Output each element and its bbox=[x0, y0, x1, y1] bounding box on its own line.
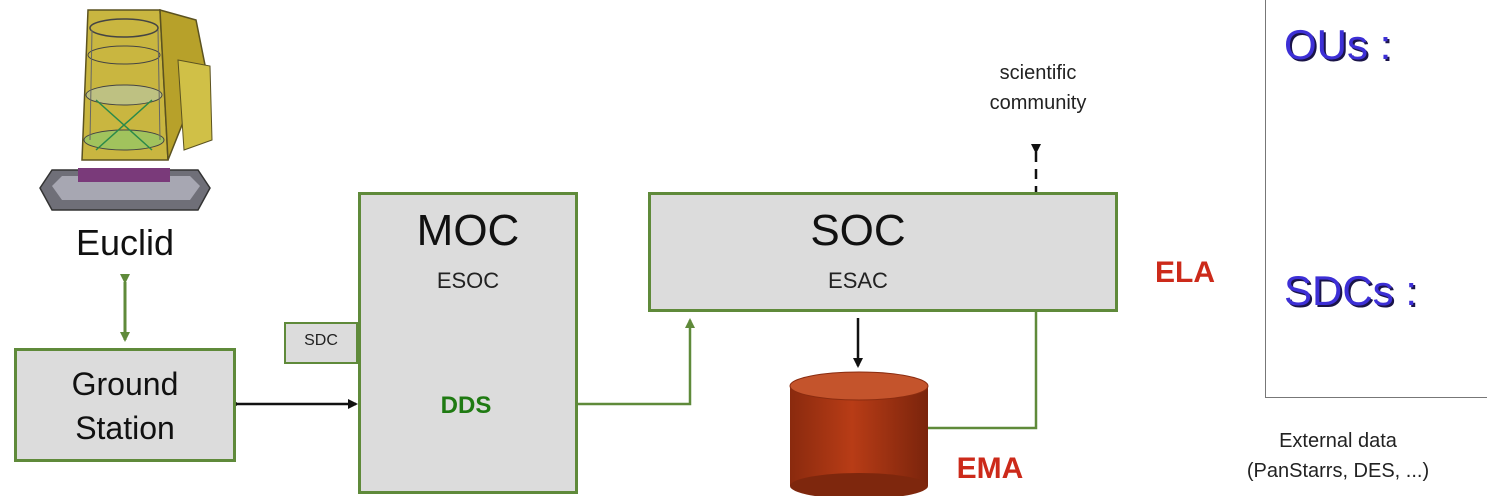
external-data-label: External data (PanStarrs, DES, ...) bbox=[1246, 430, 1430, 482]
scientific-community-label: scientific community bbox=[989, 62, 1087, 114]
moc-title: MOC bbox=[416, 206, 520, 255]
soc-subtitle: ESAC bbox=[828, 268, 888, 293]
moc-box bbox=[358, 192, 578, 494]
sdcs-heading: SDCs : bbox=[1284, 267, 1418, 314]
euclid-label: Euclid bbox=[75, 222, 175, 263]
ous-heading: OUs : bbox=[1284, 21, 1392, 68]
soc-title: SOC bbox=[810, 206, 906, 255]
ous-sdcs-panel: OUs : SDCs : bbox=[1265, 0, 1487, 398]
ela-label: ELA bbox=[1155, 256, 1215, 289]
dds-label: DDS bbox=[440, 392, 492, 419]
moc-subtitle: ESOC bbox=[436, 268, 500, 293]
ema-database-icon bbox=[789, 371, 929, 496]
soc-box bbox=[648, 192, 1118, 312]
euclid-spacecraft-illustration bbox=[39, 8, 213, 211]
sdc-tag-label: SDC bbox=[304, 332, 338, 349]
sdc-tag-box bbox=[284, 322, 358, 364]
ground-station-label: Ground Station bbox=[71, 366, 179, 446]
ema-label: EMA bbox=[956, 452, 1024, 485]
ground-station-box bbox=[14, 348, 236, 462]
